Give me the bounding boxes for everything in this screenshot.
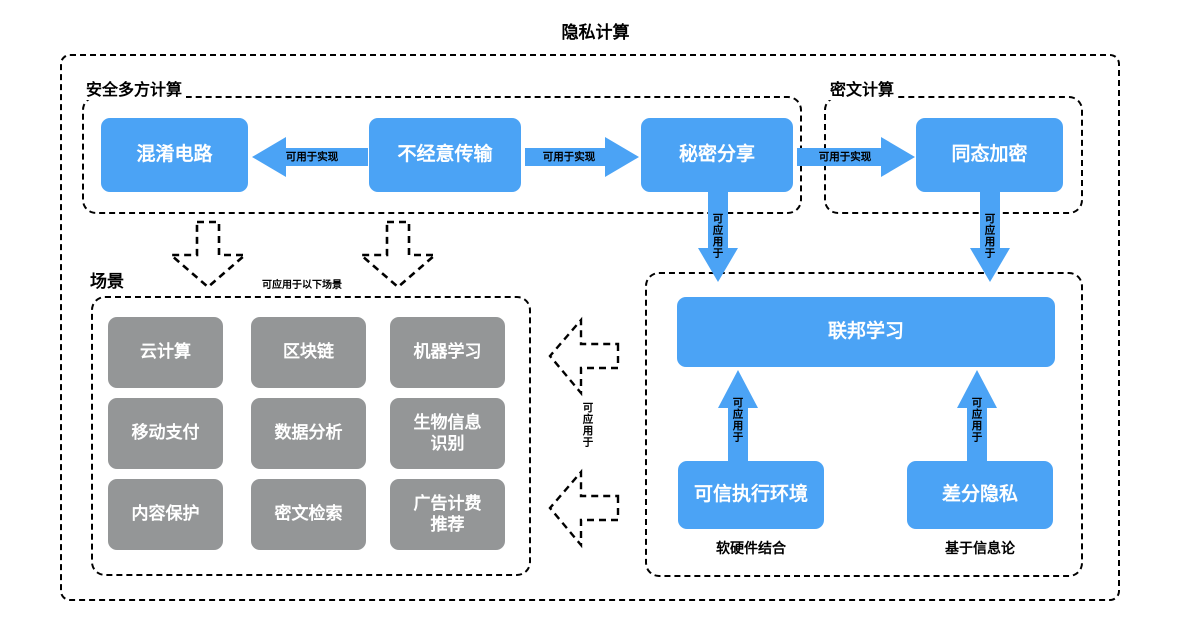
scenario-label: 内容保护 bbox=[131, 504, 200, 524]
arrow-dp-to-fl-label: 可应用于 bbox=[970, 397, 983, 443]
scenario-label: 数据分析 bbox=[274, 423, 343, 443]
scenario-label: 移动支付 bbox=[131, 423, 200, 443]
arrow-ot-to-gc bbox=[252, 137, 368, 177]
scenario-item-blockchain[interactable]: 区块链 bbox=[251, 317, 366, 388]
scenario-arrow-note: 可应用于以下场景 bbox=[262, 280, 342, 291]
arrow-ss-to-he-label: 可用于实现 bbox=[818, 151, 872, 163]
dashed-arrow-down-left bbox=[167, 220, 249, 289]
node-tee-label: 可信执行环境 bbox=[693, 483, 808, 505]
arrow-ss-to-he bbox=[797, 137, 915, 177]
scenario-label: 广告计费 推荐 bbox=[413, 494, 482, 534]
node-garbled-circuit-label: 混淆电路 bbox=[136, 143, 213, 165]
node-dp-label: 差分隐私 bbox=[941, 483, 1018, 505]
scenario-panel bbox=[91, 296, 531, 576]
node-federated-learning-label: 联邦学习 bbox=[827, 320, 904, 342]
scenario-label: 密文检索 bbox=[274, 504, 343, 524]
ciphertext-group-label: 密文计算 bbox=[826, 76, 899, 100]
node-homomorphic-encryption-label: 同态加密 bbox=[951, 143, 1028, 165]
scenario-label: 云计算 bbox=[140, 342, 191, 362]
node-secret-sharing-label: 秘密分享 bbox=[678, 143, 755, 165]
dashed-arrow-left-lower bbox=[548, 468, 620, 549]
outer-frame bbox=[60, 54, 1120, 601]
scenario-group-label: 场景 bbox=[86, 267, 128, 292]
scenario-item-content-protection[interactable]: 内容保护 bbox=[108, 479, 223, 550]
dp-caption: 基于信息论 bbox=[945, 540, 1015, 556]
scenario-item-ciphertext-retrieval[interactable]: 密文检索 bbox=[251, 479, 366, 550]
arrow-ot-to-ss bbox=[525, 137, 639, 177]
node-tee[interactable]: 可信执行环境 bbox=[678, 461, 824, 529]
tee-caption: 软硬件结合 bbox=[716, 540, 786, 556]
scenario-label: 机器学习 bbox=[413, 342, 482, 362]
node-secret-sharing[interactable]: 秘密分享 bbox=[641, 118, 793, 192]
scenario-item-machine-learning[interactable]: 机器学习 bbox=[390, 317, 505, 388]
node-federated-learning[interactable]: 联邦学习 bbox=[677, 297, 1055, 367]
arrow-he-to-fl bbox=[970, 192, 1010, 282]
arrow-tee-to-fl bbox=[718, 370, 758, 462]
arrow-dp-to-fl bbox=[957, 370, 997, 462]
arrow-ot-to-gc-label: 可用于实现 bbox=[285, 151, 339, 163]
arrow-ss-to-fl bbox=[698, 192, 738, 282]
arrow-he-to-fl-label: 可应用于 bbox=[983, 213, 996, 259]
scenario-item-cloud[interactable]: 云计算 bbox=[108, 317, 223, 388]
node-dp[interactable]: 差分隐私 bbox=[907, 461, 1053, 529]
arrow-ot-to-ss-label: 可用于实现 bbox=[542, 151, 596, 163]
scenario-label: 区块链 bbox=[283, 342, 334, 362]
scenario-item-bioinformatics[interactable]: 生物信息 识别 bbox=[390, 398, 505, 469]
node-homomorphic-encryption[interactable]: 同态加密 bbox=[916, 118, 1063, 192]
node-garbled-circuit[interactable]: 混淆电路 bbox=[101, 118, 248, 192]
node-oblivious-transfer[interactable]: 不经意传输 bbox=[369, 118, 521, 192]
dashed-arrow-left-upper bbox=[548, 316, 620, 397]
arrow-tee-to-fl-label: 可应用于 bbox=[731, 397, 744, 443]
node-oblivious-transfer-label: 不经意传输 bbox=[397, 143, 493, 165]
scenario-label: 生物信息 识别 bbox=[413, 413, 482, 453]
mpc-group-label: 安全多方计算 bbox=[82, 76, 187, 100]
scenario-item-mobile-payment[interactable]: 移动支付 bbox=[108, 398, 223, 469]
dashed-arrow-left-label: 可应用于 bbox=[581, 402, 594, 448]
scenario-item-data-analysis[interactable]: 数据分析 bbox=[251, 398, 366, 469]
learning-panel bbox=[645, 272, 1083, 577]
arrow-ss-to-fl-label: 可应用于 bbox=[711, 213, 724, 259]
scenario-item-ad-billing[interactable]: 广告计费 推荐 bbox=[390, 479, 505, 550]
diagram-title: 隐私计算 bbox=[561, 23, 630, 42]
dashed-arrow-down-right bbox=[357, 220, 439, 289]
